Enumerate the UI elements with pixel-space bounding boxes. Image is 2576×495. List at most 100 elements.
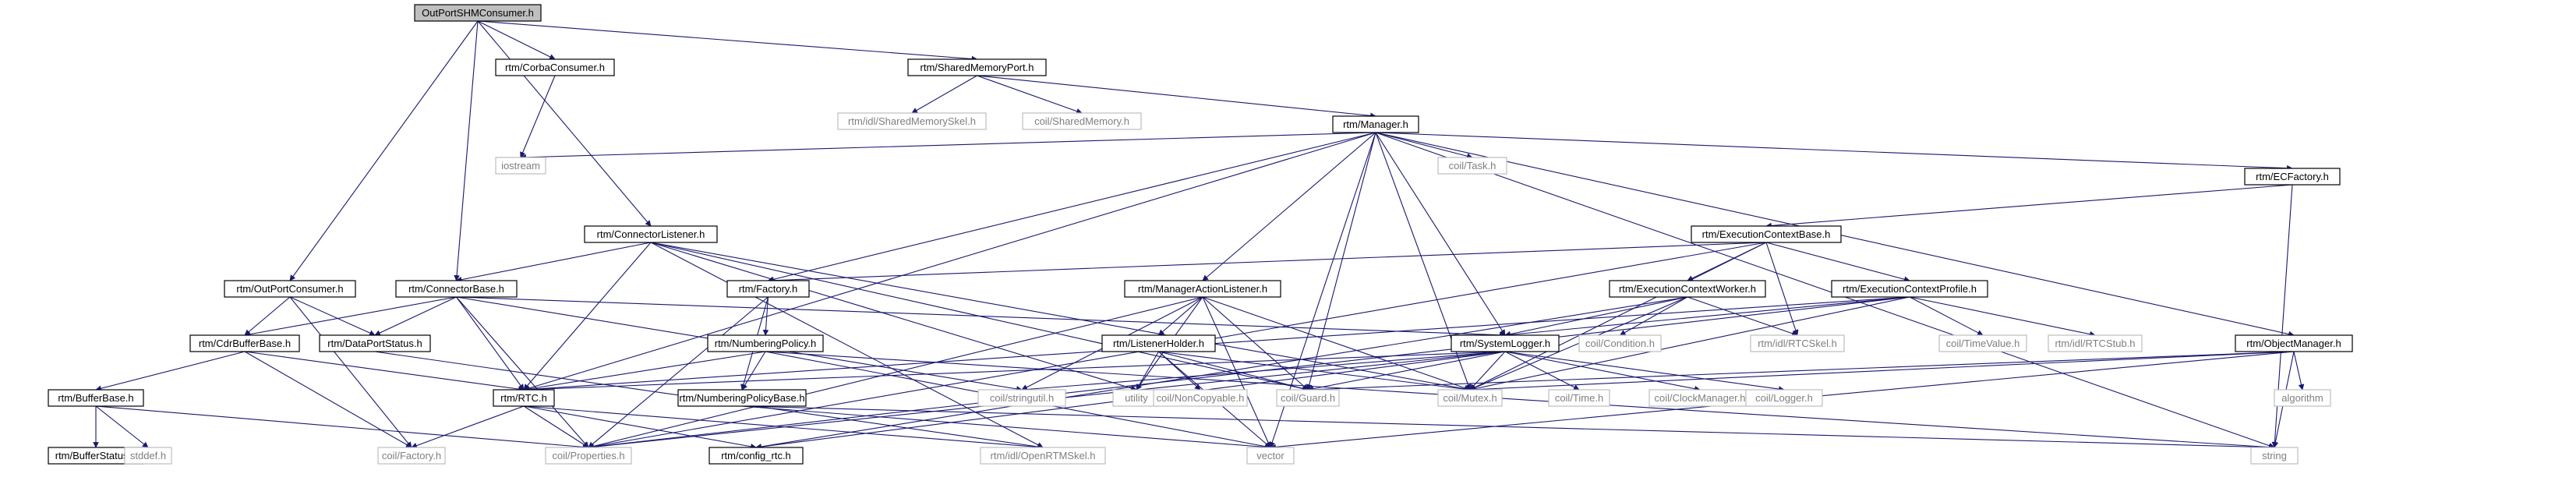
file-node-label: rtm/NumberingPolicy.h [715, 338, 817, 349]
include-edge [1158, 351, 1309, 392]
include-edge [767, 242, 1767, 284]
include-edge [1375, 132, 2275, 449]
file-node-box [1609, 280, 1766, 298]
file-node-ecworker[interactable]: rtm/ExecutionContextWorker.h [1609, 280, 1766, 298]
include-edge [289, 296, 376, 336]
file-node-ecbase[interactable]: rtm/ExecutionContextBase.h [1691, 225, 1842, 243]
include-edge [523, 405, 589, 448]
file-node-label: coil/NonCopyable.h [1157, 392, 1245, 404]
file-node-box [980, 447, 1106, 465]
file-node-label: rtm/SharedMemoryPort.h [921, 62, 1034, 73]
file-node-label: rtm/Factory.h [739, 283, 798, 295]
include-edge [2271, 184, 2293, 448]
include-edge [1136, 351, 1159, 391]
file-node-factory[interactable]: rtm/Factory.h [726, 280, 810, 298]
include-edge [477, 20, 556, 60]
file-node-box [2274, 389, 2331, 407]
file-node-box [1332, 115, 1419, 133]
file-node-label: rtm/RTC.h [500, 392, 547, 404]
include-edge [1469, 351, 2295, 393]
include-edge [1504, 296, 1688, 338]
file-node-label: rtm/ConnectorBase.h [408, 283, 504, 295]
include-edge [1504, 296, 1910, 338]
file-node-mutex: coil/Mutex.h [1437, 389, 1503, 407]
file-node-timevalue: coil/TimeValue.h [1938, 334, 2027, 352]
include-edge [456, 296, 589, 448]
file-node-box [2235, 334, 2353, 352]
file-node-clockmgr: coil/ClockManager.h [1648, 389, 1751, 407]
include-edge [456, 296, 1506, 338]
file-node-connlistener[interactable]: rtm/ConnectorListener.h [584, 225, 718, 243]
include-edge [523, 351, 766, 392]
file-node-box [495, 58, 615, 76]
file-node-bufbase[interactable]: rtm/BufferBase.h [48, 389, 144, 407]
file-node-label: rtm/OutPortConsumer.h [236, 283, 343, 295]
file-node-box [584, 225, 718, 243]
include-edge [741, 405, 1271, 451]
file-node-label: algorithm [2281, 392, 2323, 404]
file-node-label: rtm/ExecutionContextProfile.h [1843, 283, 1977, 295]
file-node-sysloger[interactable]: rtm/SystemLogger.h [1451, 334, 1560, 352]
file-node-box [677, 389, 807, 407]
include-edge [244, 296, 291, 336]
file-node-label: rtm/ManagerActionListener.h [1138, 283, 1267, 295]
file-node-label: iostream [501, 160, 540, 171]
file-node-label: coil/Guard.h [1281, 392, 1335, 404]
file-node-box [224, 280, 356, 298]
file-node-box [319, 334, 431, 352]
file-node-stringutil: coil/stringutil.h [977, 389, 1066, 407]
file-node-dpstatus[interactable]: rtm/DataPortStatus.h [319, 334, 431, 352]
file-node-configrtc[interactable]: rtm/config_rtc.h [708, 447, 804, 465]
file-node-rtc[interactable]: rtm/RTC.h [493, 389, 555, 407]
include-edge [1375, 132, 2293, 171]
file-node-ecfactory[interactable]: rtm/ECFactory.h [2244, 168, 2341, 186]
file-node-manager[interactable]: rtm/Manager.h [1332, 115, 1419, 133]
file-node-box [2048, 334, 2143, 352]
file-node-ecprofile[interactable]: rtm/ExecutionContextProfile.h [1831, 280, 1988, 298]
file-node-objmgr[interactable]: rtm/ObjectManager.h [2235, 334, 2353, 352]
file-node-rtcskel: rtm/idl/RTCSkel.h [1750, 334, 1845, 352]
file-node-label: rtm/CorbaConsumer.h [505, 62, 605, 73]
file-node-cdrbuf[interactable]: rtm/CdrBufferBase.h [189, 334, 300, 352]
file-node-shmport[interactable]: rtm/SharedMemoryPort.h [907, 58, 1047, 76]
file-node-corbacons[interactable]: rtm/CorbaConsumer.h [495, 58, 615, 76]
file-node-root[interactable]: OutPortSHMConsumer.h [414, 4, 542, 22]
file-node-box [1022, 112, 1142, 130]
include-edge [374, 296, 457, 336]
file-node-label: vector [1256, 450, 1284, 461]
file-node-utility: utility [1112, 389, 1161, 407]
file-node-label: rtm/idl/SharedMemorySkel.h [848, 115, 976, 127]
file-node-label: rtm/ExecutionContextWorker.h [1619, 283, 1756, 295]
file-node-outportcons[interactable]: rtm/OutPortConsumer.h [224, 280, 356, 298]
file-node-connbase[interactable]: rtm/ConnectorBase.h [395, 280, 518, 298]
file-node-numpolicy[interactable]: rtm/NumberingPolicy.h [707, 334, 824, 352]
file-node-box [1745, 389, 1823, 407]
include-edge [1469, 296, 1910, 392]
include-edge [95, 405, 589, 451]
file-node-box [2244, 168, 2341, 186]
include-edge [2293, 351, 2305, 391]
file-node-malistener[interactable]: rtm/ManagerActionListener.h [1124, 280, 1281, 298]
file-node-label: utility [1125, 392, 1148, 404]
file-node-box [1437, 157, 1507, 175]
file-node-numpolbase[interactable]: rtm/NumberingPolicyBase.h [677, 389, 807, 407]
include-edge [454, 20, 479, 281]
file-node-algorithm: algorithm [2274, 389, 2331, 407]
file-node-label: stddef.h [130, 450, 166, 461]
file-node-label: rtm/ObjectManager.h [2246, 338, 2341, 349]
file-node-label: rtm/Manager.h [1343, 118, 1408, 130]
include-edge [523, 351, 1506, 393]
file-node-listenerholder[interactable]: rtm/ListenerHolder.h [1101, 334, 1216, 352]
file-node-box [495, 157, 546, 175]
file-node-box [545, 447, 632, 465]
file-node-label: rtm/idl/RTCStub.h [2055, 338, 2135, 349]
file-node-box [1548, 389, 1610, 407]
file-node-label: coil/Condition.h [1585, 338, 1655, 349]
file-node-label: rtm/idl/OpenRTMSkel.h [991, 450, 1096, 461]
file-nodes: OutPortSHMConsumer.h rtm/CorbaConsumer.h r… [48, 4, 2353, 465]
file-node-box [1451, 334, 1560, 352]
include-edge [1306, 132, 1376, 391]
include-edge [1504, 351, 1785, 392]
include-edge [741, 351, 766, 391]
